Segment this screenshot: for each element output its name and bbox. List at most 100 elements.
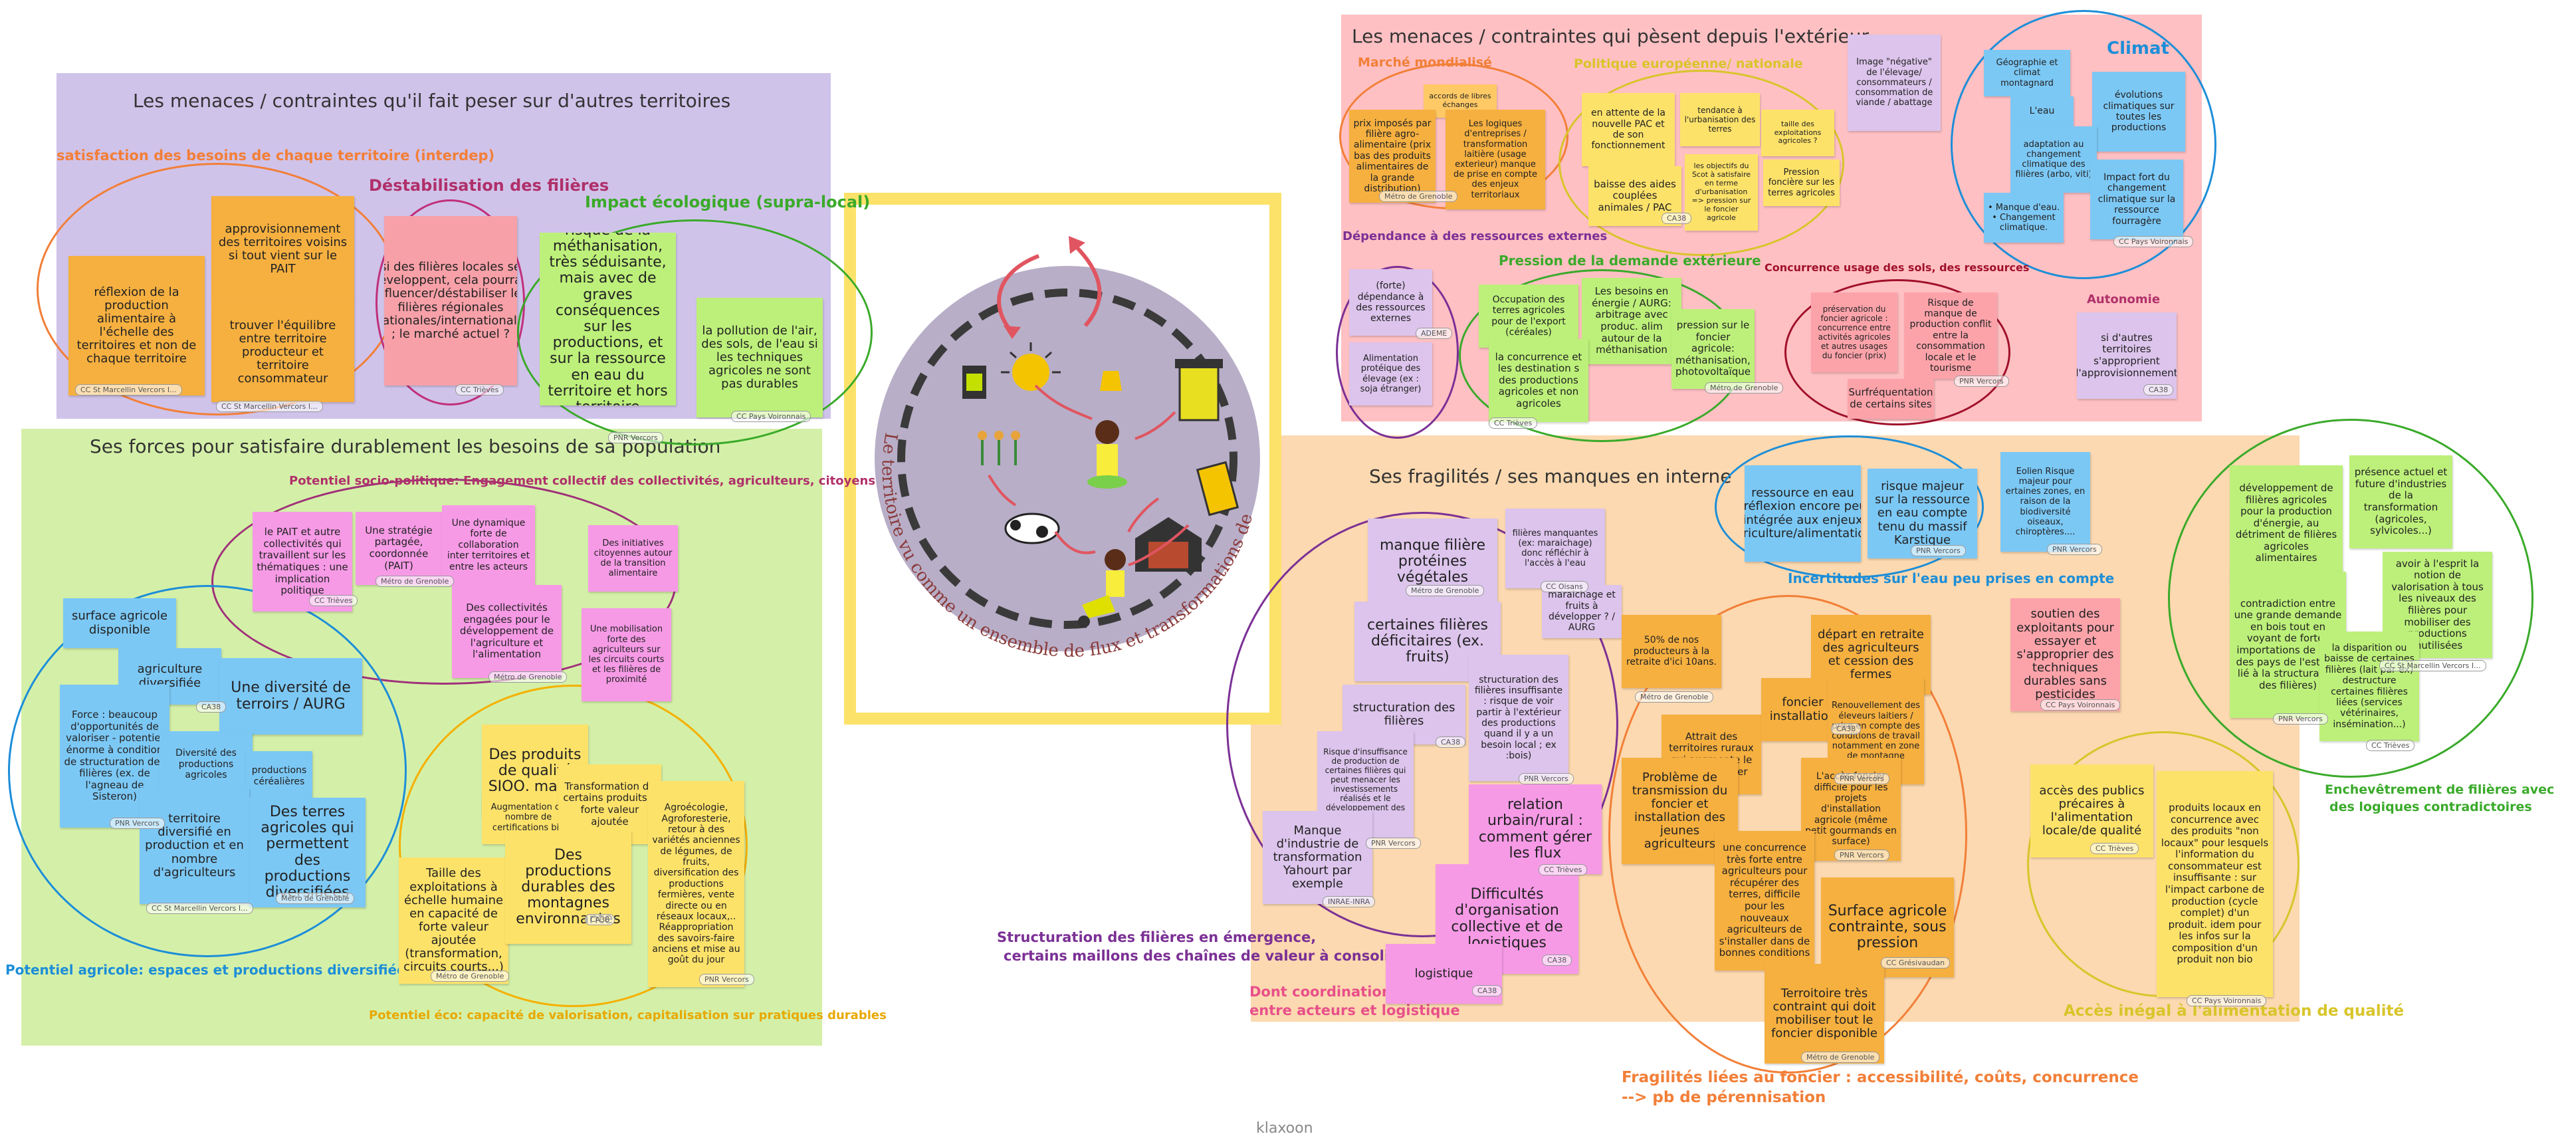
note-alimentation-proteique[interactable]: Alimentation protéique des élevage (ex :… — [1349, 342, 1432, 405]
note-approvisionnement[interactable]: approvisionnement des territoires voisin… — [211, 196, 354, 302]
tag-marcellin-3: CC St Marcellin Vercors I... — [146, 903, 253, 914]
note-preservation-foncier[interactable]: préservation du foncier agricole : concu… — [1811, 292, 1897, 372]
note-strategie[interactable]: Une stratégie partagée, coordonnée (PAIT… — [356, 512, 442, 585]
note-risque-karstique[interactable]: risque majeur sur la ressource en eau co… — [1868, 469, 1977, 558]
note-nouvelle-pac[interactable]: en attente de la nouvelle PAC et de son … — [1582, 93, 1675, 166]
tag-pnr-11: PNR Vercors — [1834, 850, 1889, 861]
note-ressource-eau[interactable]: ressource en eau (réflexion encore peu i… — [1745, 465, 1861, 562]
note-taille-exploitations-forces[interactable]: Taille des exploitations à échelle humai… — [399, 858, 508, 984]
note-prix-imposes[interactable]: prix imposés par filière agro-alimentair… — [1349, 110, 1436, 203]
note-objectifs-scot[interactable]: les objectifs du Scot à satisfaire en te… — [1685, 154, 1758, 231]
note-collectivites[interactable]: Des collectivités engagées pour le dével… — [452, 585, 562, 678]
tag-pnr-5: PNR Vercors — [1519, 773, 1574, 784]
note-reflexion[interactable]: réflexion de la production alimentaire à… — [68, 256, 205, 396]
note-risque-manque[interactable]: Risque de manque de production conflit e… — [1904, 292, 1997, 379]
tag-cc-oisans: CC Oisans — [1541, 581, 1588, 592]
ellipse-climat — [1951, 10, 2216, 279]
note-concurrence-agriculteurs[interactable]: une concurrence très forte entre agricul… — [1715, 831, 1814, 971]
label-foncier-1: Fragilités liées au foncier : accessibil… — [1622, 1069, 2139, 1086]
label-pression: Pression de la demande extérieure — [1499, 253, 1761, 269]
note-methanisation[interactable]: risque de la méthanisation, très séduisa… — [540, 233, 676, 405]
note-relation-urbain[interactable]: relation urbain/rural : comment gérer le… — [1469, 784, 1602, 874]
note-structuration-insuffisante[interactable]: structuration des filières insuffisante … — [1469, 655, 1568, 781]
note-pression-foncier[interactable]: pression sur le foncier agricole: méthan… — [1671, 309, 1755, 389]
note-dynamique[interactable]: Une dynamique forte de collaboration int… — [442, 505, 535, 585]
label-autonomie: Autonomie — [2087, 292, 2161, 306]
note-image-negative[interactable]: Image "négative" de l'élevage/ consommat… — [1848, 35, 1941, 131]
tag-ca38-6: CA38 — [1542, 955, 1572, 966]
note-manque-eau[interactable]: • Manque d'eau. • Changement climatique. — [1984, 193, 2064, 243]
note-industries-transformation[interactable]: présence actuel et future d'industries d… — [2349, 455, 2452, 548]
label-dependance: Dépendance à des ressources externes — [1342, 229, 1608, 243]
note-surface-agricole[interactable]: surface agricole disponible — [63, 598, 176, 648]
label-enchevetrement-1: Enchevêtrement de filières avec — [2325, 782, 2555, 797]
note-industrie-transformation[interactable]: Manque d'industrie de transformation Yah… — [1263, 811, 1372, 904]
note-besoins-energie[interactable]: Les besoins en énergie / AURG: arbitrage… — [1582, 278, 1681, 364]
note-50-pourcent[interactable]: 50% de nos producteurs à la retraite d'i… — [1622, 615, 1721, 688]
tag-ca38-2: CA38 — [2143, 384, 2174, 396]
note-occupation-terres[interactable]: Occupation des terres agricoles pour de … — [1479, 285, 1578, 348]
note-force[interactable]: Force : beaucoup d'opportunités de valor… — [60, 685, 169, 828]
tag-gresivaudan: CC Grésivaudan — [1881, 957, 1951, 969]
note-filieres-locales[interactable]: si des filières locales se développent, … — [384, 216, 517, 386]
ellipse-politique — [1558, 70, 1844, 256]
klaxoon-logo: klaxoon — [1256, 1120, 1313, 1137]
ellipse-dependance — [1336, 266, 1459, 439]
note-mobilisation[interactable]: Une mobilisation forte des agriculteurs … — [582, 608, 671, 701]
note-filieres-manquantes[interactable]: filières manquantes (ex: maraichage) don… — [1505, 509, 1605, 588]
note-diversite-terroirs[interactable]: Une diversité de terroirs / AURG — [219, 658, 362, 735]
ellipse-incertitudes — [1715, 435, 1984, 578]
note-pait[interactable]: le PAIT et autre collectivités qui trava… — [253, 512, 352, 612]
note-territoire-diversifie[interactable]: territoire diversifié en production et e… — [140, 788, 249, 904]
label-enchevetrement-2: des logiques contradictoires — [2329, 800, 2532, 814]
tag-metro-6: Métro de Grenoble — [431, 971, 510, 982]
note-initiatives[interactable]: Des initiatives citoyennes autour de la … — [588, 525, 678, 592]
label-impact: Impact écologique (supra-local) — [585, 193, 871, 211]
label-incertitudes: Incertitudes sur l'eau peu prises en com… — [1788, 570, 2115, 586]
label-foncier-2: --> pb de pérennisation — [1622, 1089, 1826, 1106]
tag-pnr-4: PNR Vercors — [699, 974, 754, 985]
note-productions-cerealieres[interactable]: productions céréalières — [246, 751, 312, 801]
note-diversite-productions[interactable]: Diversité des productions agricoles — [160, 731, 253, 798]
note-eolien[interactable]: Eolien Risque majeur pour ertaines zones… — [2000, 452, 2090, 552]
note-filieres-energie[interactable]: développement de filières agricoles pour… — [2230, 465, 2343, 582]
note-produits-locaux[interactable]: produits locaux en concurrence avec des … — [2157, 771, 2273, 997]
note-concurrence-destinations[interactable]: la concurrence et les destination s des … — [1489, 339, 1588, 422]
tag-metro-4: Métro de Grenoble — [488, 671, 568, 683]
tag-inrae: INRAE-INRA — [1323, 896, 1376, 907]
zone-title-menaces-internes: Les menaces / contraintes qui pèsent dep… — [1352, 25, 1869, 47]
note-agroecologie[interactable]: Agroécologie, Agroforesterie, retour à d… — [648, 781, 744, 987]
note-urbanisation[interactable]: tendance à l'urbanisation des terres — [1680, 93, 1760, 146]
note-eau-climat[interactable]: L'eau — [2010, 96, 2074, 126]
label-structuration-2: certains maillons des chaînes de valeur … — [1004, 948, 1416, 964]
note-territoire-contraint[interactable]: Terroitoire très contraint qui doit mobi… — [1765, 964, 1884, 1064]
note-forte-dependance[interactable]: (forte) dépendance à des ressources exte… — [1349, 269, 1432, 336]
note-soutien-exploitants[interactable]: soutien des exploitants pour essayer et … — [2010, 598, 2120, 711]
tag-voironnais-4: CC Pays Voironnais — [2187, 995, 2267, 1006]
tag-metro-7: Métro de Grenoble — [1406, 585, 1485, 596]
note-publics-precaires[interactable]: accès des publics précaires à l'alimenta… — [2030, 764, 2153, 858]
note-surfrequentation[interactable]: Surfréquentation de certains sites — [1848, 379, 1934, 419]
note-evolutions-climatiques[interactable]: évolutions climatiques sur toutes les pr… — [2092, 72, 2185, 152]
label-socio: Potentiel socio-politique: Engagement co… — [289, 474, 876, 488]
note-pollution[interactable]: la pollution de l'air, des sols, de l'ea… — [697, 298, 823, 417]
note-terres-agricoles[interactable]: Des terres agricoles qui permettent des … — [249, 798, 366, 907]
note-maraichage[interactable]: maraichage et fruits à développer ? / AU… — [1542, 585, 1622, 638]
note-disparition-filieres[interactable]: la disparition ou baisse de certaines fi… — [2319, 631, 2419, 741]
note-equilibre[interactable]: trouver l'équilibre entre territoire pro… — [211, 302, 354, 402]
note-geographie[interactable]: Géographie et climat montagnard — [1984, 50, 2070, 96]
note-impact-fourragere[interactable]: Impact fort du changement climatique sur… — [2090, 160, 2183, 239]
label-concurrence: Concurrence usage des sols, des ressourc… — [1765, 261, 2030, 274]
tag-trieves-2: CC Trièves — [1489, 417, 1538, 429]
zone-title-menaces-externes: Les menaces / contraintes qu'il fait pes… — [133, 90, 731, 112]
tag-ca38-1: CA38 — [1662, 213, 1692, 224]
tag-marcellin-4: CC St Marcellin Vercors I... — [2379, 660, 2486, 671]
note-adaptation[interactable]: adaptation au changement climatique des … — [2010, 126, 2097, 193]
note-logiques-entreprises[interactable]: Les logiques d'entreprises / transformat… — [1446, 110, 1545, 209]
note-pression-fonciere[interactable]: Pression foncière sur les terres agricol… — [1763, 160, 1840, 206]
tag-trieves-1: CC Trièves — [455, 384, 504, 396]
note-taille-exploitations[interactable]: taille des exploitations agricoles ? — [1761, 110, 1834, 156]
tag-pnr-1: PNR Vercors — [608, 432, 663, 443]
tag-marcellin-1: CC St Marcellin Vercors I... — [75, 384, 182, 396]
note-productions-durables[interactable]: Des productions durables des montagnes e… — [505, 831, 631, 944]
